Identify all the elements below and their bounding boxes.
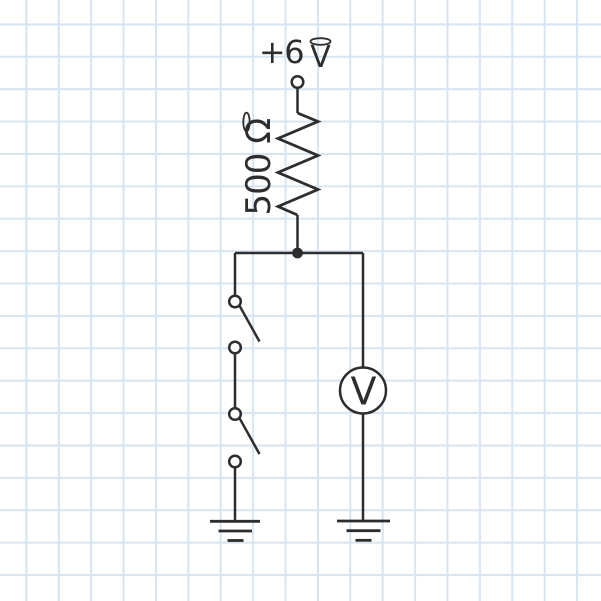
ohm-flourish-icon — [242, 111, 251, 133]
resistor-value-text: 500 Ω — [239, 119, 279, 216]
supply-terminal-circle — [290, 74, 305, 90]
resistor[interactable]: 500 Ω — [239, 111, 322, 217]
switch1-arm — [238, 305, 261, 343]
switch2-arm — [238, 418, 261, 455]
ground-right[interactable] — [337, 519, 390, 542]
supply-value-text: +6 — [259, 33, 303, 71]
voltmeter[interactable]: V — [338, 366, 388, 415]
supply-label: +6 V — [259, 33, 332, 75]
switch1-bottom-terminal — [227, 340, 243, 355]
voltmeter-letter-text: V — [351, 370, 377, 414]
junction-dot — [292, 247, 303, 259]
resistor-zigzag — [274, 111, 322, 217]
switch-1[interactable] — [227, 294, 261, 355]
switch2-top-terminal — [227, 406, 243, 422]
switch-2[interactable] — [227, 406, 261, 469]
supply-unit-flourish-icon — [309, 37, 332, 46]
supply-unit-text: V — [310, 40, 331, 75]
resistor-label-group: 500 Ω — [239, 119, 279, 216]
voltmeter-circle — [338, 366, 388, 415]
switch1-top-terminal — [227, 294, 243, 309]
switch2-bottom-terminal — [227, 454, 243, 469]
supply-terminal[interactable] — [290, 74, 305, 113]
ground-left[interactable] — [210, 519, 260, 542]
